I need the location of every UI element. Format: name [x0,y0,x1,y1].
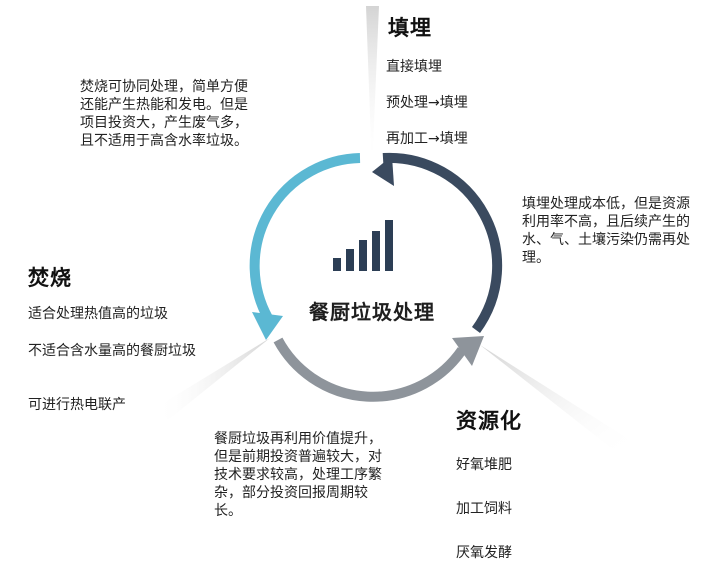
arrow-head-gray [452,336,484,366]
incineration-item-1: 适合处理热值高的垃圾 [28,306,168,322]
recycling-item-2: 加工饲料 [456,501,512,517]
incineration-note: 焚烧可协同处理，简单方便还能产生热能和发电。但是项目投资大，产生废气多，且不适用… [80,79,248,149]
arc-incineration [249,153,361,321]
arc-recycling [273,337,467,402]
landfill-note: 填埋处理成本低，但是资源利用率不高，且后续产生的水、气、土壤污染仍需再处理。 [522,196,690,266]
arrow-head-blue [252,312,283,340]
separator-right [480,345,630,455]
recycling-heading: 资源化 [456,409,522,433]
separator-left [155,338,270,420]
arc-landfill [382,152,503,333]
recycling-item-3: 厌氧发酵 [456,545,512,561]
recycling-note: 餐厨垃圾再利用价值提升，但是前期投资普遍较大，对技术要求较高，处理工序繁杂，部分… [214,431,382,519]
separator-top [366,6,379,170]
incineration-item-3: 可进行热电联产 [28,397,126,413]
landfill-item-1: 直接填埋 [386,59,442,75]
center-title: 餐厨垃圾处理 [309,300,435,324]
landfill-item-3: 再加工→填埋 [386,131,468,147]
recycling-item-1: 好氧堆肥 [456,457,512,473]
incineration-heading: 焚烧 [28,266,72,290]
bar-chart-icon [333,220,393,271]
incineration-item-2: 不适合含水量高的餐厨垃圾 [28,343,196,359]
landfill-heading: 填埋 [388,16,432,40]
arrow-head-navy [372,156,394,186]
landfill-item-2: 预处理→填埋 [386,95,468,111]
